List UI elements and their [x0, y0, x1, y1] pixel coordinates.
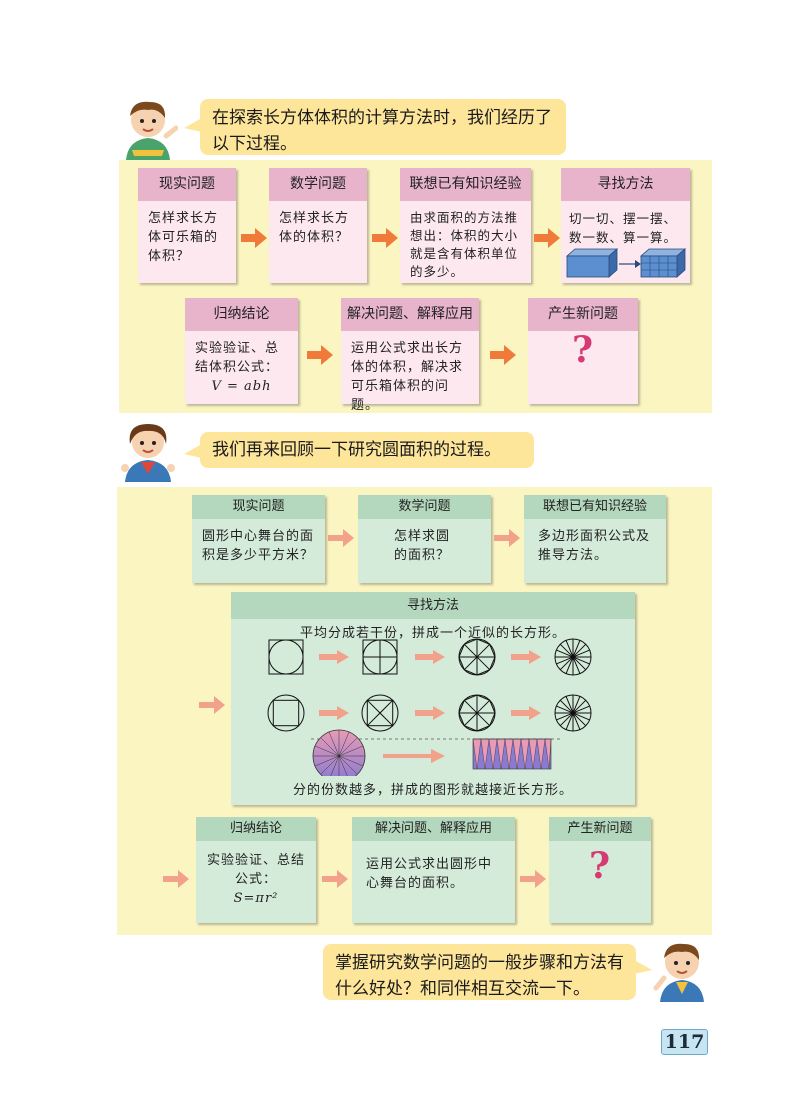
area-formula: S=πr²: [233, 891, 279, 906]
arrow-right-icon: [307, 345, 333, 365]
arrow-right-icon: [199, 696, 225, 714]
box-knowledge-2: 联想已有知识经验 多边形面积公式及推导方法。: [524, 495, 666, 583]
box-body: 怎样求圆的面积？: [394, 529, 451, 563]
box-title: 联想已有知识经验: [400, 168, 531, 201]
box-title: 解决问题、解释应用: [352, 817, 515, 841]
question-mark: ?: [571, 329, 595, 371]
box-title: 联想已有知识经验: [524, 495, 666, 519]
method-top-text: 平均分成若干份，拼成一个近似的长方形。: [299, 626, 566, 641]
box-title: 现实问题: [138, 168, 236, 201]
box-body: 切一切、摆一摆、数一数、算一算。: [569, 211, 678, 245]
box-conclusion-2: 归纳结论 实验验证、总结公式： S=πr²: [196, 817, 316, 923]
box-find-method-1: 寻找方法 切一切、摆一摆、数一数、算一算。: [561, 168, 690, 283]
intro-1-text: 在探索长方体体积的计算方法时，我们经历了以下过程。: [212, 108, 552, 154]
page-number: 117: [661, 1029, 708, 1055]
volume-formula: V = abh: [211, 379, 272, 394]
box-apply-2: 解决问题、解释应用 运用公式求出圆形中心舞台的面积。: [352, 817, 515, 923]
box-knowledge-1: 联想已有知识经验 由求面积的方法推想出：体积的大小就是含有体积单位的多少。: [400, 168, 531, 283]
arrow-right-icon: [494, 529, 520, 547]
intro-2-text: 我们再来回顾一下研究圆面积的过程。: [212, 440, 501, 460]
box-body: 运用公式求出圆形中心舞台的面积。: [366, 857, 493, 891]
box-real-problem-1: 现实问题 怎样求长方体可乐箱的体积？: [138, 168, 236, 283]
box-title: 寻找方法: [231, 592, 635, 619]
box-find-method-2: 寻找方法 平均分成若干份，拼成一个近似的长方形。 分的份数越多，拼成的图形就越接…: [231, 592, 635, 805]
box-title: 归纳结论: [196, 817, 316, 841]
bubble-tail-icon: [634, 960, 652, 974]
box-math-problem-1: 数学问题 怎样求长方体的体积？: [269, 168, 367, 283]
arrow-right-icon: [534, 228, 560, 248]
arrow-right-icon: [372, 228, 398, 248]
box-body: 怎样求长方体的体积？: [279, 211, 350, 245]
box-title: 产生新问题: [528, 298, 638, 331]
box-body: ?: [549, 841, 651, 923]
boy-character-icon: [653, 943, 704, 1002]
box-body: 圆形中心舞台的面积是多少平方米？: [202, 529, 315, 563]
box-new-problem-2: 产生新问题 ?: [549, 817, 651, 923]
box-math-problem-2: 数学问题 怎样求圆的面积？: [358, 495, 491, 583]
boy-character-icon: [126, 101, 178, 160]
box-body: 实验验证、总结体积公式： V = abh: [185, 331, 298, 404]
box-title: 数学问题: [269, 168, 367, 201]
box-title: 归纳结论: [185, 298, 298, 331]
speech-bubble-intro-1: 在探索长方体体积的计算方法时，我们经历了以下过程。: [200, 99, 566, 155]
box-title: 寻找方法: [561, 168, 690, 201]
girl-character-icon: [121, 424, 175, 482]
box-title: 现实问题: [192, 495, 325, 519]
arrow-right-icon: [328, 529, 354, 547]
box-real-problem-2: 现实问题 圆形中心舞台的面积是多少平方米？: [192, 495, 325, 583]
question-mark: ?: [588, 845, 612, 887]
box-title: 产生新问题: [549, 817, 651, 841]
box-body-text: 实验验证、总结公式：: [206, 853, 305, 887]
box-body: ?: [528, 331, 638, 404]
speech-bubble-outro: 掌握研究数学问题的一般步骤和方法有什么好处？和同伴相互交流一下。: [323, 944, 636, 1000]
box-body: 实验验证、总结公式： S=πr²: [196, 841, 316, 923]
arrow-right-icon: [520, 870, 546, 888]
box-body: 由求面积的方法推想出：体积的大小就是含有体积单位的多少。: [410, 210, 519, 279]
box-body: 怎样求长方体可乐箱的体积？: [148, 211, 219, 264]
outro-text: 掌握研究数学问题的一般步骤和方法有什么好处？和同伴相互交流一下。: [335, 953, 624, 999]
arrow-right-icon: [241, 228, 267, 248]
box-title: 解决问题、解释应用: [341, 298, 479, 331]
method-bottom-text: 分的份数越多，拼成的图形就越接近长方形。: [292, 783, 573, 798]
box-title: 数学问题: [358, 495, 491, 519]
box-body: 多边形面积公式及推导方法。: [538, 529, 651, 563]
circle-division-diagram: [267, 638, 592, 776]
bubble-tail-icon: [184, 444, 202, 458]
box-apply-1: 解决问题、解释应用 运用公式求出长方体的体积，解决求可乐箱体积的问题。: [341, 298, 479, 413]
box-body-text: 实验验证、总结体积公式：: [195, 341, 280, 375]
arrow-right-icon: [163, 870, 189, 888]
speech-bubble-intro-2: 我们再来回顾一下研究圆面积的过程。: [200, 432, 534, 468]
arrow-right-icon: [490, 345, 516, 365]
box-new-problem-1: 产生新问题 ?: [528, 298, 638, 404]
box-body: 运用公式求出长方体的体积，解决求可乐箱体积的问题。: [351, 341, 464, 413]
arrow-right-icon: [322, 870, 348, 888]
box-conclusion-1: 归纳结论 实验验证、总结体积公式： V = abh: [185, 298, 298, 404]
cuboid-blocks-icon: [565, 248, 687, 278]
bubble-tail-icon: [184, 118, 202, 132]
